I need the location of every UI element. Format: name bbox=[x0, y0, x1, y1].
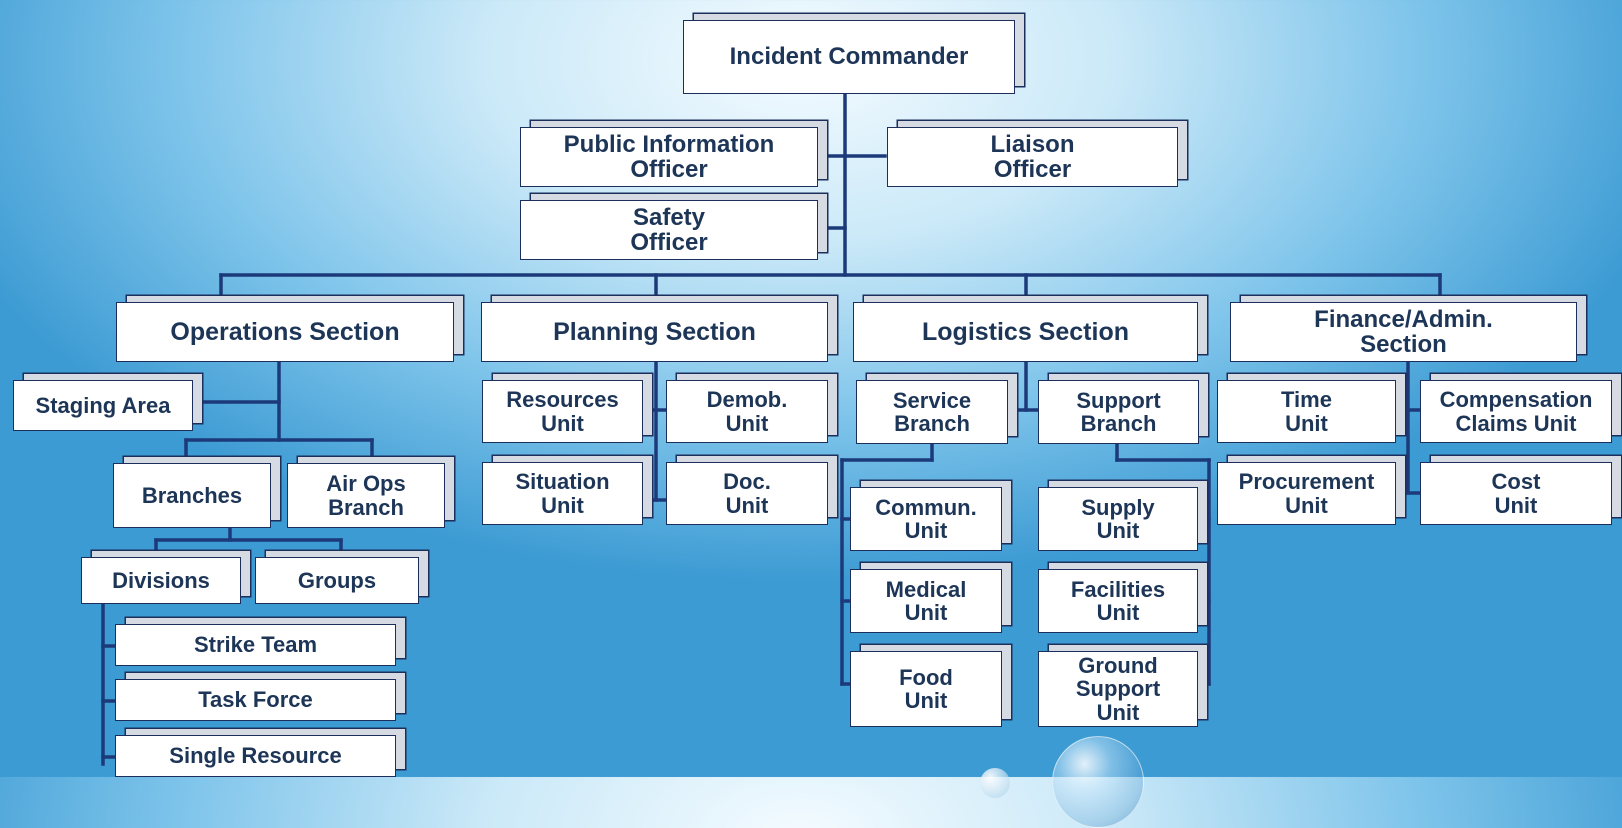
ground-support-unit-box: Ground Support Unit bbox=[1038, 651, 1198, 727]
supply-unit-box: Supply Unit bbox=[1038, 487, 1198, 551]
staging-area-box: Staging Area bbox=[13, 380, 193, 431]
support-branch-box: Support Branch bbox=[1038, 380, 1199, 444]
resources-unit-box: Resources Unit bbox=[482, 380, 643, 443]
connector-lines bbox=[101, 92, 1442, 766]
cost-unit-box: Cost Unit bbox=[1420, 462, 1612, 525]
finance-admin-section-box: Finance/Admin. Section bbox=[1230, 302, 1577, 362]
divisions-box: Divisions bbox=[81, 557, 241, 604]
facilities-unit-box: Facilities Unit bbox=[1038, 569, 1198, 633]
situation-unit-box: Situation Unit bbox=[482, 462, 643, 525]
groups-box: Groups bbox=[255, 557, 419, 604]
branches-box: Branches bbox=[113, 463, 271, 528]
procurement-unit-box: Procurement Unit bbox=[1217, 462, 1396, 525]
demob-unit-box: Demob. Unit bbox=[666, 380, 828, 443]
logistics-section-box: Logistics Section bbox=[853, 302, 1198, 362]
food-unit-box: Food Unit bbox=[850, 651, 1002, 727]
single-resource-box: Single Resource bbox=[115, 735, 396, 777]
safety-officer-box: Safety Officer bbox=[520, 200, 818, 260]
decorative-bubble-small bbox=[980, 768, 1010, 798]
liaison-officer-box: Liaison Officer bbox=[887, 127, 1178, 187]
time-unit-box: Time Unit bbox=[1217, 380, 1396, 443]
public-information-officer-box: Public Information Officer bbox=[520, 127, 818, 187]
strike-team-box: Strike Team bbox=[115, 624, 396, 666]
task-force-box: Task Force bbox=[115, 679, 396, 721]
operations-section-box: Operations Section bbox=[116, 302, 454, 362]
commun-unit-box: Commun. Unit bbox=[850, 487, 1002, 551]
medical-unit-box: Medical Unit bbox=[850, 569, 1002, 633]
compensation-claims-unit-box: Compensation Claims Unit bbox=[1420, 380, 1612, 443]
air-ops-branch-box: Air Ops Branch bbox=[287, 463, 445, 528]
incident-commander-box: Incident Commander bbox=[683, 20, 1015, 94]
service-branch-box: Service Branch bbox=[856, 380, 1008, 444]
decorative-bubble bbox=[1052, 736, 1144, 828]
ics-org-chart: Incident Commander Public Information Of… bbox=[13, 20, 1612, 828]
planning-section-box: Planning Section bbox=[481, 302, 828, 362]
doc-unit-box: Doc. Unit bbox=[666, 462, 828, 525]
